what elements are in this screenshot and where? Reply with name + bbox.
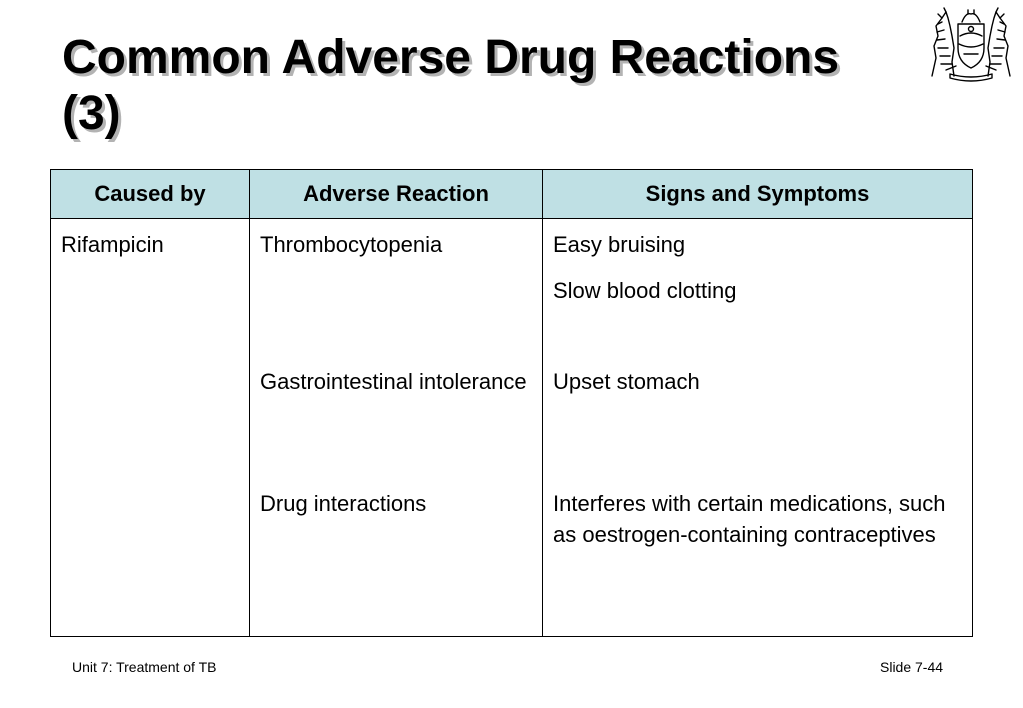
header-caused-by: Caused by — [50, 169, 250, 219]
drug-name: Rifampicin — [61, 232, 164, 257]
slide-title: Common Adverse Drug Reactions (3) — [62, 30, 922, 142]
symptom-item: Upset stomach — [553, 369, 700, 394]
reaction-item: Thrombocytopenia — [260, 232, 443, 257]
caused-by-cell: Rifampicin — [50, 218, 250, 637]
reaction-item: Drug interactions — [260, 491, 427, 516]
slide-title-line-1: Common Adverse Drug Reactions — [62, 31, 840, 84]
adverse-reactions-table: Caused by Adverse Reaction Signs and Sym… — [50, 169, 973, 637]
reaction-item: Gastrointestinal intolerance — [260, 369, 527, 394]
slide-title-line-2: (3) — [62, 87, 121, 140]
symptom-item: Easy bruising — [553, 232, 686, 257]
footer-unit-label: Unit 7: Treatment of TB — [72, 659, 217, 675]
header-signs-and-symptoms: Signs and Symptoms — [542, 169, 973, 219]
coat-of-arms-emblem-icon — [931, 7, 1011, 82]
table-header-row: Caused by Adverse Reaction Signs and Sym… — [50, 169, 973, 219]
signs-and-symptoms-cell: Easy bruising Slow blood clotting Upset … — [542, 218, 973, 637]
table-row: Rifampicin Thrombocytopenia Gastrointest… — [50, 218, 973, 637]
symptom-item: Interferes with certain medications, suc… — [553, 491, 946, 547]
symptom-item: Slow blood clotting — [553, 278, 737, 303]
header-adverse-reaction: Adverse Reaction — [249, 169, 543, 219]
adverse-reaction-cell: Thrombocytopenia Gastrointestinal intole… — [249, 218, 543, 637]
footer-slide-number: Slide 7-44 — [880, 659, 944, 675]
